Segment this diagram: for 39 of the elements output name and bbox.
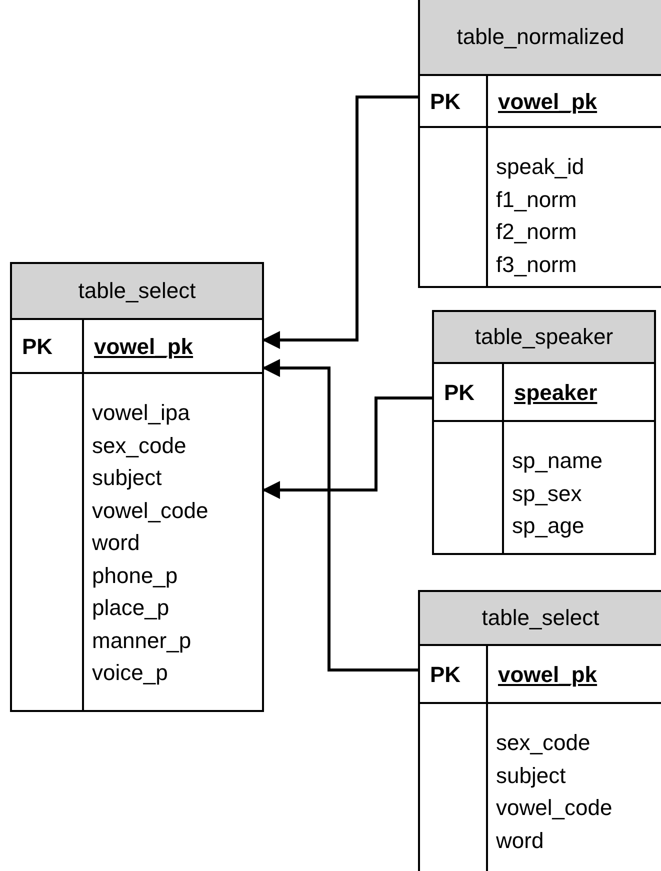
- entity-table: [418, 0, 661, 288]
- entity-table: [432, 310, 656, 555]
- entity-table: [10, 262, 264, 712]
- primary-key-marker: PK: [430, 91, 461, 113]
- field-name: place_p: [92, 597, 170, 619]
- field-name: phone_p: [92, 564, 178, 586]
- primary-key-field: vowel_pk: [498, 664, 598, 686]
- table-title: table_speaker: [434, 312, 654, 364]
- field-name: f2_norm: [496, 221, 577, 243]
- primary-key-field: speaker: [514, 382, 598, 404]
- field-name: f3_norm: [496, 254, 577, 276]
- field-name: subject: [496, 764, 566, 786]
- field-name: vowel_ipa: [92, 402, 190, 424]
- entity-table: [418, 590, 661, 871]
- field-name: sp_sex: [512, 482, 582, 504]
- table-title: table_select: [420, 592, 661, 646]
- field-name: sex_code: [496, 732, 590, 754]
- relationship-arrow: [262, 359, 418, 672]
- relationship-arrow: [262, 96, 418, 349]
- table-title: table_select: [12, 264, 262, 320]
- primary-key-marker: PK: [22, 336, 53, 358]
- table-title: table_normalized: [420, 0, 661, 76]
- field-name: manner_p: [92, 630, 192, 652]
- field-name: f1_norm: [496, 188, 577, 210]
- primary-key-marker: PK: [444, 382, 475, 404]
- relationship-arrow: [262, 396, 432, 499]
- field-name: speak_id: [496, 156, 584, 178]
- primary-key-marker: PK: [430, 664, 461, 686]
- field-name: vowel_code: [496, 797, 612, 819]
- primary-key-field: vowel_pk: [498, 91, 598, 113]
- field-name: vowel_code: [92, 500, 208, 522]
- field-name: word: [92, 532, 140, 554]
- field-name: subject: [92, 467, 162, 489]
- field-name: voice_p: [92, 662, 168, 684]
- field-name: sp_age: [512, 515, 584, 537]
- field-name: word: [496, 830, 544, 852]
- field-name: sp_name: [512, 450, 603, 472]
- primary-key-field: vowel_pk: [94, 336, 194, 358]
- field-name: sex_code: [92, 434, 186, 456]
